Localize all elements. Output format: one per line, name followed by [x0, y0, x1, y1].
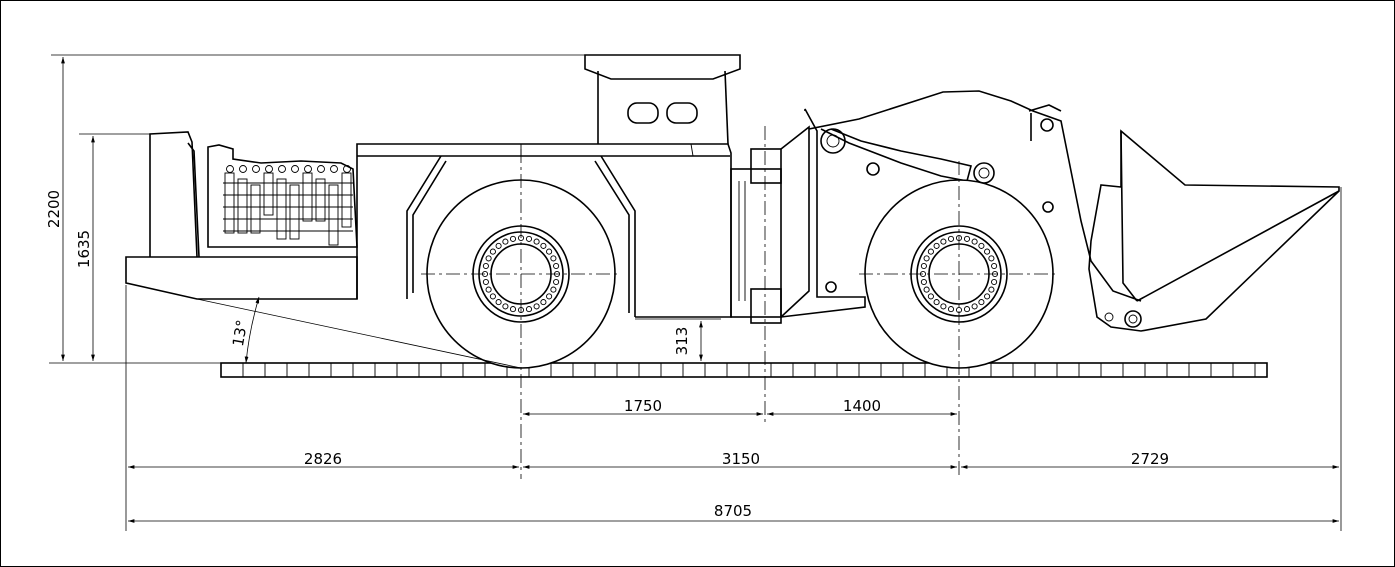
dim-1400-label: 1400: [843, 397, 881, 415]
dim-2729-label: 2729: [1131, 450, 1169, 468]
engine: [207, 144, 358, 248]
dim-angle-label: 13°: [229, 318, 251, 347]
dim-2200-label: 2200: [45, 190, 63, 228]
dim-3150-label: 3150: [722, 450, 760, 468]
ground-plate: [220, 362, 1268, 378]
rear-frame: [356, 143, 732, 318]
bucket: [1088, 129, 1340, 332]
ground-ticks: [242, 363, 1256, 377]
dim-2826-label: 2826: [304, 450, 342, 468]
rear-wheel: [421, 149, 621, 479]
dim-1750-label: 1750: [624, 397, 662, 415]
dim-313-label: 313: [673, 327, 691, 356]
engine-detail: [223, 165, 353, 246]
front-wheel: [859, 161, 1059, 479]
front-wheel-bolts: [919, 234, 999, 314]
counterweight: [125, 131, 358, 300]
articulation-joint: [730, 125, 810, 324]
dim-1635-label: 1635: [75, 230, 93, 268]
front-frame: [780, 90, 1142, 318]
rear-wheel-bolts: [481, 234, 561, 314]
cab-canopy: [584, 54, 741, 145]
dim-8705-label: 8705: [714, 502, 752, 520]
